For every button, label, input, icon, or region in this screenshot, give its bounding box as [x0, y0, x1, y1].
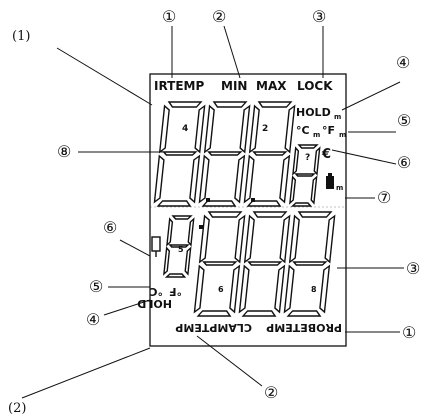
battery-icon [326, 173, 334, 189]
callout-1-right: ① [402, 323, 416, 342]
top-digit-tag-2: 2 [262, 124, 268, 134]
callout-5-right: ⑤ [397, 111, 411, 130]
deg-c-top-sub: m [313, 131, 320, 139]
bottom-mode-labels: PROBETEMP CLAMPTEMP [175, 321, 342, 334]
callout-6-right: ⑥ [397, 153, 411, 172]
callout-2-top: ② [212, 7, 226, 26]
top-decimal-point-1 [206, 198, 210, 202]
top-decimal-point-2 [251, 198, 255, 202]
bottom-digit-3 [283, 211, 336, 317]
top-digit-group [153, 101, 321, 207]
top-digit-1 [153, 101, 206, 207]
lcd-panel-frame [149, 73, 347, 347]
top-digit-tag-1: 4 [182, 124, 188, 134]
bottom-digit-2 [238, 211, 291, 317]
hold-top-label: HOLD [296, 106, 331, 119]
deg-f-top-sub: m [339, 131, 346, 139]
emissivity-symbol: € [321, 147, 331, 162]
callout-6-left: ⑥ [103, 218, 117, 237]
top-digit-tag-3: ? [305, 153, 310, 163]
callout-4-left: ④ [86, 310, 100, 329]
top-small-digit [289, 144, 321, 207]
bottom-thermometer-icon [151, 236, 161, 257]
callout-leaders [21, 25, 404, 399]
callout-4-right: ④ [396, 53, 410, 72]
lock-label: LOCK [297, 79, 333, 93]
battery-sub: m [336, 184, 343, 192]
callout-bottom-left: (2) [8, 401, 26, 416]
probetemp-label: PROBETEMP [266, 321, 342, 334]
deg-f-bottom-label: °F [169, 285, 182, 298]
bottom-unit-cluster: °F °C [149, 285, 182, 298]
bottom-digit-tag-3: 8 [311, 285, 317, 294]
min-label: MIN [221, 79, 247, 93]
deg-f-top-label: °F [322, 124, 335, 137]
bottom-digit-group [193, 211, 336, 317]
irtemp-label: IRTEMP [154, 79, 204, 93]
hold-top-sub: m [334, 113, 341, 121]
top-digit-3 [243, 101, 296, 207]
max-label: MAX [256, 79, 287, 93]
callout-3-top: ③ [312, 7, 326, 26]
deg-c-top-label: °C [296, 124, 310, 137]
bottom-digit-tag-2: 6 [218, 285, 224, 294]
clamptemp-label: CLAMPTEMP [175, 321, 252, 334]
callout-8-left: ⑧ [57, 142, 71, 161]
bottom-small-digit [163, 215, 195, 278]
bottom-digit-1 [193, 211, 246, 317]
callout-5-left: ⑤ [89, 277, 103, 296]
callout-top-left: (1) [12, 29, 30, 44]
top-digit-2 [198, 101, 251, 207]
callout-2-bottom: ② [264, 383, 278, 402]
bottom-decimal-point [199, 225, 203, 229]
bottom-digit-tag-1: 5 [178, 245, 184, 254]
callout-7-right: ⑦ [377, 188, 391, 207]
deg-c-bottom-label: °C [149, 285, 163, 298]
callout-1-top: ① [162, 7, 176, 26]
callout-3-right: ③ [406, 259, 420, 278]
hold-bottom-label: HOLD [137, 297, 172, 310]
